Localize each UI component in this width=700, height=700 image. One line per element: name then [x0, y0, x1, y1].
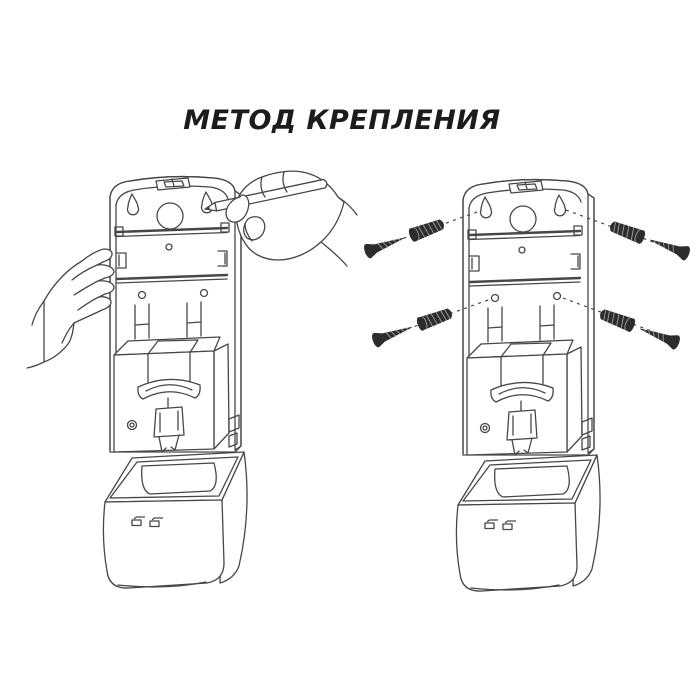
marking-hand-icon	[204, 170, 358, 267]
screw-icon	[647, 232, 692, 262]
pressing-hand-icon	[26, 248, 115, 369]
wall-plug-icon	[415, 305, 455, 332]
screw-icon	[370, 319, 415, 349]
wall-plug-icon	[607, 218, 647, 245]
marking-step-figure	[26, 170, 358, 590]
dispenser-icon	[455, 178, 602, 593]
wall-plug-icon	[407, 216, 447, 243]
screw-icon	[362, 230, 407, 260]
fastening-step-figure	[362, 178, 692, 593]
wall-plug-icon	[597, 306, 637, 334]
diagram-title: МЕТОД КРЕПЛЕНИЯ	[183, 105, 501, 136]
screw-icon	[637, 321, 682, 351]
dispenser-icon	[102, 175, 249, 590]
